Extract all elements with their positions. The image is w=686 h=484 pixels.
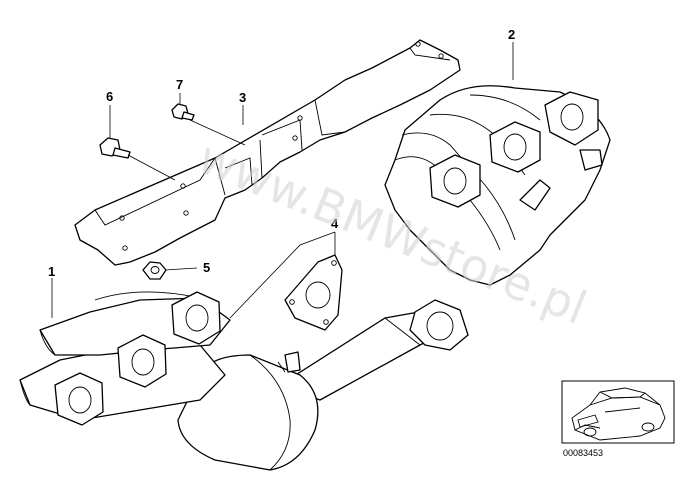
callout-7: 7 [176,77,183,92]
callout-4: 4 [331,216,339,231]
callout-5: 5 [203,260,210,275]
leader-lines [51,42,514,319]
exhaust-manifold-part-1[interactable] [19,291,469,471]
callouts: 1 2 3 4 5 6 7 [48,27,515,279]
heat-shield-part-3[interactable] [74,39,461,266]
nut-part-5[interactable] [142,261,167,280]
bolt-part-6[interactable] [99,137,131,159]
callout-6: 6 [106,89,113,104]
callout-3: 3 [239,90,246,105]
bolt-part-7[interactable] [171,103,195,121]
callout-2: 2 [508,27,515,42]
exhaust-manifold-part-2[interactable] [384,85,611,286]
thumbnail-code: 00083453 [563,448,603,458]
gasket-part-4[interactable] [284,254,343,331]
car-icon [571,387,666,441]
vehicle-thumbnail[interactable] [561,380,675,444]
callout-1: 1 [48,264,55,279]
